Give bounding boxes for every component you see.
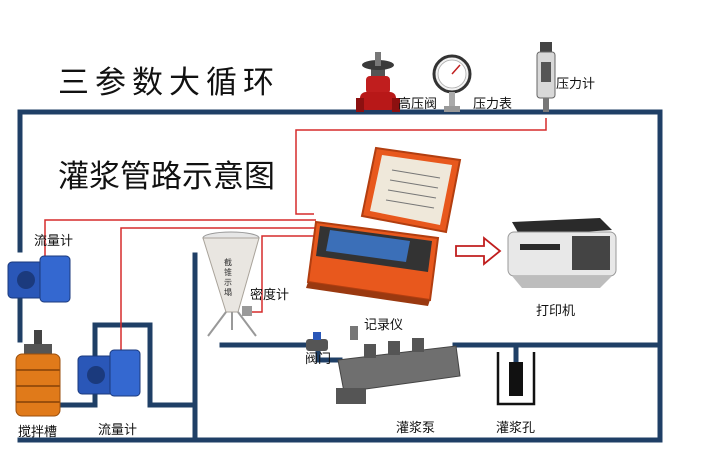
wire-flowmeter-bottom	[120, 227, 318, 350]
pipe-network	[17, 109, 663, 443]
recorder-icon	[306, 146, 462, 306]
signal-wires	[44, 118, 547, 350]
label-pressure-meter: 压力计	[556, 77, 596, 92]
arrow-to-printer-icon	[455, 236, 502, 266]
grout-hole-icon	[496, 352, 536, 406]
label-mixing-tank: 搅拌槽	[18, 425, 58, 440]
label-grout-hole: 灌浆孔	[496, 421, 536, 436]
label-printer: 打印机	[536, 304, 576, 319]
valve-icon	[306, 332, 328, 351]
grout-pump-icon	[336, 326, 461, 404]
flowmeter-left-icon	[7, 255, 71, 303]
wire-pressure-meter	[295, 118, 547, 215]
label-valve: 阀门	[305, 352, 332, 367]
wire-density	[246, 235, 318, 313]
label-flowmeter-left: 流量计	[34, 234, 74, 249]
flowmeter-bottom-icon	[77, 349, 141, 397]
wire-flowmeter-left	[44, 219, 316, 262]
pressure-meter-icon	[536, 42, 556, 112]
label-grout-pump: 灌浆泵	[396, 421, 436, 436]
printer-icon	[507, 218, 617, 288]
mixing-tank-icon	[15, 330, 61, 417]
label-flowmeter-bottom: 流量计	[98, 423, 138, 438]
label-pressure-gauge: 压力表	[473, 97, 513, 112]
funnel-density-icon	[202, 231, 260, 337]
label-density-meter: 密度计	[250, 288, 290, 303]
label-recorder: 记录仪	[364, 318, 404, 333]
pipe-bottom-left	[57, 322, 198, 408]
label-high-pressure-valve: 高压阀	[398, 97, 438, 112]
pressure-gauge-icon	[432, 54, 472, 112]
diagram-subtitle: 灌浆管路示意图	[58, 159, 275, 195]
diagram-title: 三参数大循环	[58, 65, 280, 101]
label-funnel-text: 截 锥 示 塌	[224, 258, 232, 297]
high-pressure-valve-icon	[356, 52, 400, 112]
